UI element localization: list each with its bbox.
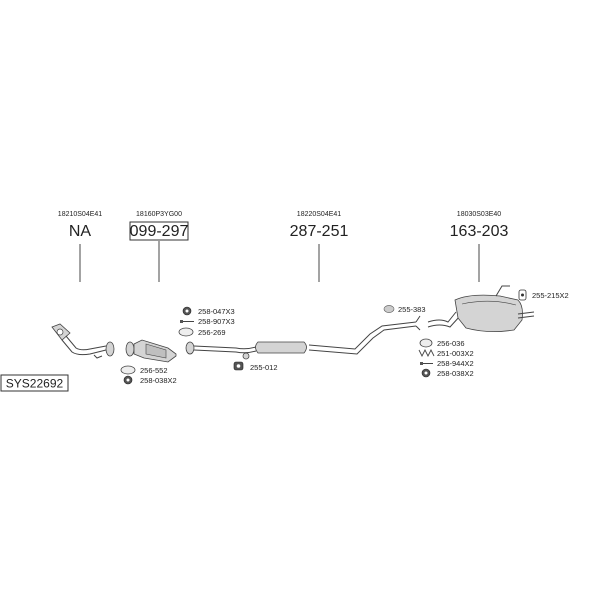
- part-number-box: [129, 221, 189, 241]
- component-label: 256-552: [140, 366, 168, 375]
- oem-number-front-pipe: 18210S04E41: [58, 211, 102, 218]
- component-label: 255-383: [398, 305, 426, 314]
- bolt-icon: [420, 362, 433, 365]
- component-256-269: 256-269: [178, 327, 226, 337]
- middle-pipe-drawing: [193, 315, 421, 360]
- component-255-383: 255-383: [383, 305, 426, 314]
- middle-pipe-hanger: [242, 352, 250, 360]
- part-number-front-pipe: NA: [69, 223, 92, 240]
- assembly-front-pipe: 18210S04E41 NA: [58, 211, 102, 282]
- catalytic-converter-drawing: [125, 339, 195, 363]
- assembly-middle-pipe: 18220S04E41 287-251: [290, 211, 349, 282]
- component-label: 251-003X2: [437, 349, 474, 358]
- gasket-ring-icon: [419, 338, 433, 348]
- gasket-ring-icon: [178, 327, 194, 337]
- system-code-label: SYS22692: [6, 377, 64, 391]
- part-number-catalytic-converter: 099-297: [130, 223, 189, 240]
- component-label: 258-907X3: [198, 317, 235, 326]
- part-number-middle-pipe: 287-251: [290, 223, 349, 240]
- bolt-icon: [180, 320, 194, 323]
- front-pipe-outlet-flange: [105, 341, 115, 357]
- system-code: SYS22692: [0, 374, 69, 392]
- component-258-907x3: 258-907X3: [180, 317, 235, 326]
- component-label: 255-215X2: [532, 291, 569, 300]
- system-code-box: [0, 374, 69, 392]
- part-number-rear-muffler: 163-203: [450, 223, 509, 240]
- assembly-catalytic-converter: 18160P3YG00 099-297: [129, 211, 189, 282]
- assembly-rear-muffler: 18030S03E40 163-203: [450, 211, 509, 282]
- middle-silencer: [255, 341, 307, 354]
- front-pipe-drawing: [51, 323, 115, 359]
- component-label: 258-038X2: [437, 369, 474, 378]
- component-255-012: 255-012: [233, 361, 278, 372]
- component-label: 256-036: [437, 339, 465, 348]
- component-256-552: 256-552: [120, 365, 168, 375]
- rear-muffler-body: [454, 294, 523, 332]
- component-255-215x2: 255-215X2: [518, 289, 569, 301]
- component-label: 258-944X2: [437, 359, 474, 368]
- component-label: 256-269: [198, 328, 226, 337]
- oem-number-middle-pipe: 18220S04E41: [297, 211, 341, 218]
- spring-icon: [418, 348, 435, 358]
- component-258-038x2-rear: 258-038X2: [421, 368, 474, 378]
- component-251-003x2: 251-003X2: [418, 348, 474, 358]
- rubber-ring-icon: [383, 305, 395, 313]
- component-258-944x2: 258-944X2: [420, 359, 474, 368]
- component-258-038x2: 258-038X2: [123, 375, 177, 385]
- component-label: 255-012: [250, 363, 278, 372]
- component-label: 258-038X2: [140, 376, 177, 385]
- rear-muffler-drawing: [427, 285, 535, 332]
- component-256-036: 256-036: [419, 338, 465, 348]
- component-label: 258-047X3: [198, 307, 235, 316]
- component-258-047x3: 258-047X3: [182, 306, 235, 316]
- oem-number-catalytic-converter: 18160P3YG00: [136, 211, 182, 218]
- oem-number-rear-muffler: 18030S03E40: [457, 211, 501, 218]
- gasket-ring-icon: [120, 365, 136, 375]
